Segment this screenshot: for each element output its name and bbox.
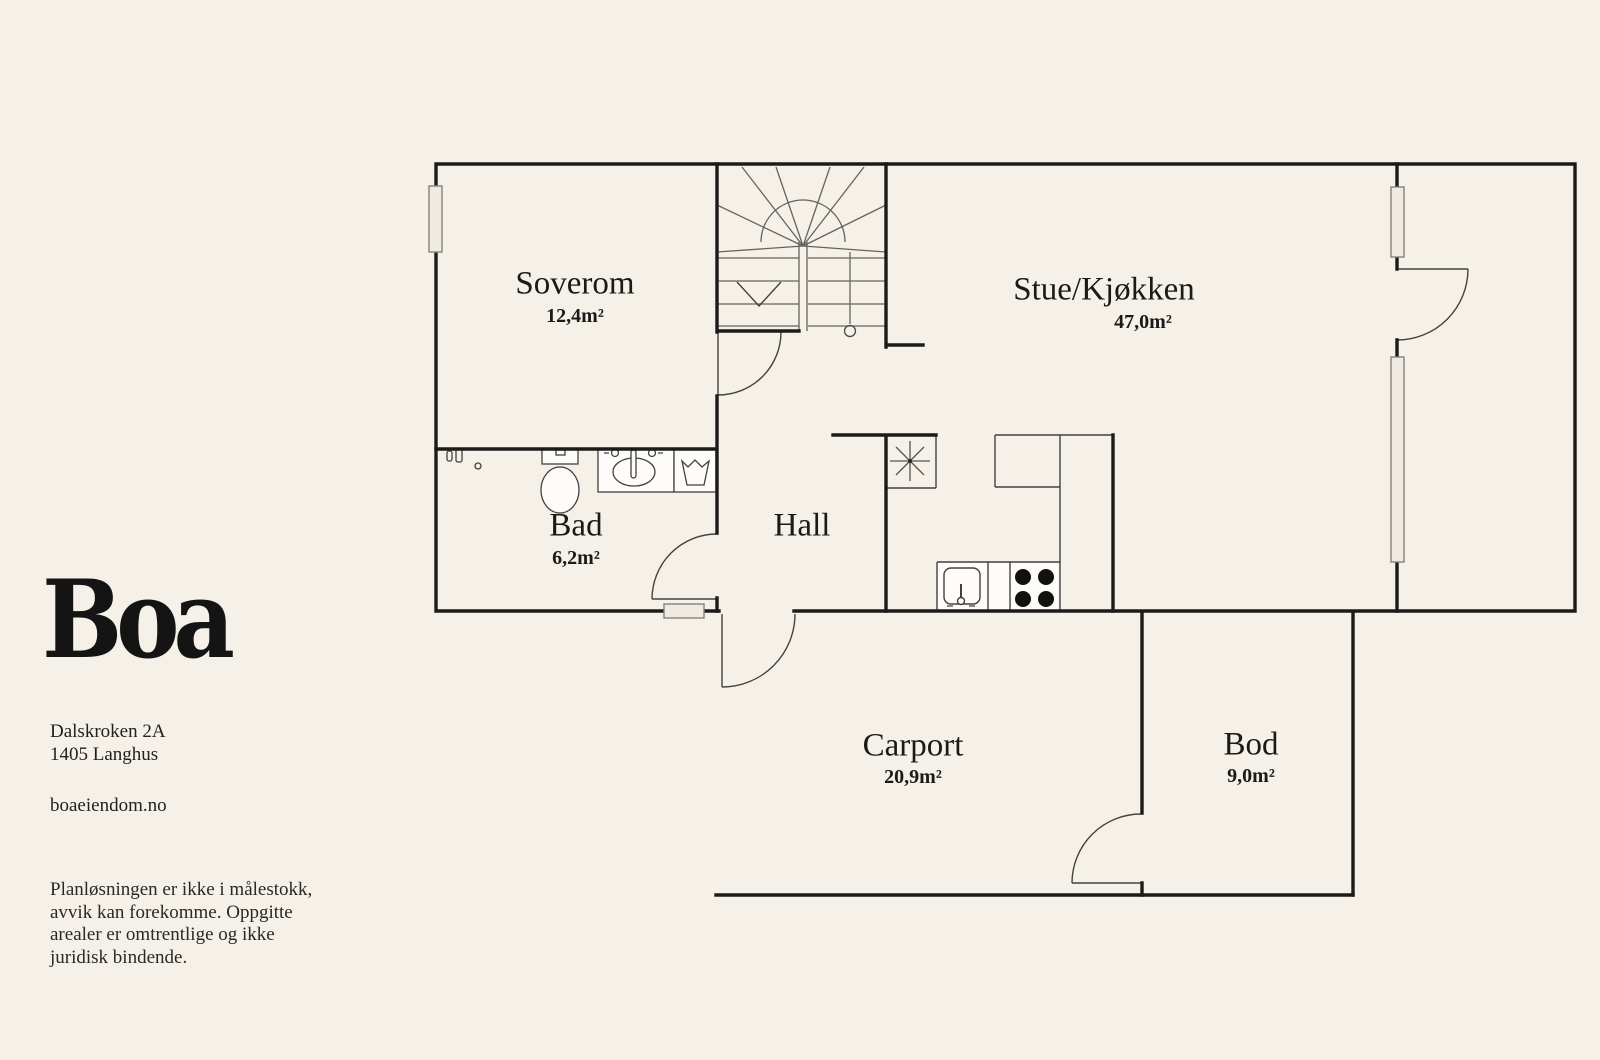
disclaimer-line-4: juridisk bindende. [50, 946, 188, 968]
window [663, 603, 705, 619]
disclaimer-line-3: arealer er omtrentlige og ikke [50, 924, 275, 945]
window [1390, 186, 1405, 258]
bathroom-fixtures [446, 448, 717, 514]
disclaimer-line-1: Planløsningen er ikke i målestokk, [50, 879, 313, 900]
window [428, 185, 443, 253]
address-line-1: Dalskroken 2A [50, 721, 166, 742]
address-line-2: 1405 Langhus [50, 744, 159, 765]
toilet-icon [540, 448, 580, 514]
room-label-carport: Carport [862, 727, 964, 764]
disclaimer-line-2: avvik kan forekomme. Oppgitte [50, 901, 293, 923]
doors [651, 268, 1469, 884]
storage-door [1071, 813, 1142, 884]
bathroom-door [651, 533, 718, 600]
bedroom-door [717, 331, 782, 396]
entrance-door [721, 613, 796, 688]
walls [434, 162, 1577, 897]
room-label-bod: Bod [1223, 726, 1279, 763]
room-area-carport: 20,9m² [884, 766, 942, 788]
window [1390, 356, 1405, 563]
staircase [716, 166, 887, 338]
kitchen-sink-icon [943, 567, 981, 607]
room-label-hall: Hall [773, 507, 831, 544]
cooktop-icon [1015, 569, 1054, 607]
room-area-bad: 6,2m² [552, 547, 600, 569]
chimney-icon [890, 441, 930, 481]
property-address: Dalskroken 2A 1405 Langhus [50, 720, 166, 766]
terrace-door [1396, 268, 1469, 341]
boa-logo: Boa [42, 557, 235, 683]
windows [428, 185, 1405, 619]
disclaimer-text: Planløsningen er ikke i målestokk, avvik… [50, 879, 312, 969]
shower-mixer-icon [446, 448, 482, 470]
room-label-soverom: Soverom [515, 265, 635, 302]
room-area-bod: 9,0m² [1227, 765, 1275, 787]
room-label-stue-kjokken: Stue/Kjøkken [1013, 271, 1195, 308]
room-area-stue-kjokken: 47,0m² [1114, 311, 1172, 333]
website-url: boaeiendom.no [50, 795, 167, 816]
room-label-bad: Bad [549, 507, 603, 544]
room-area-soverom: 12,4m² [546, 305, 604, 327]
